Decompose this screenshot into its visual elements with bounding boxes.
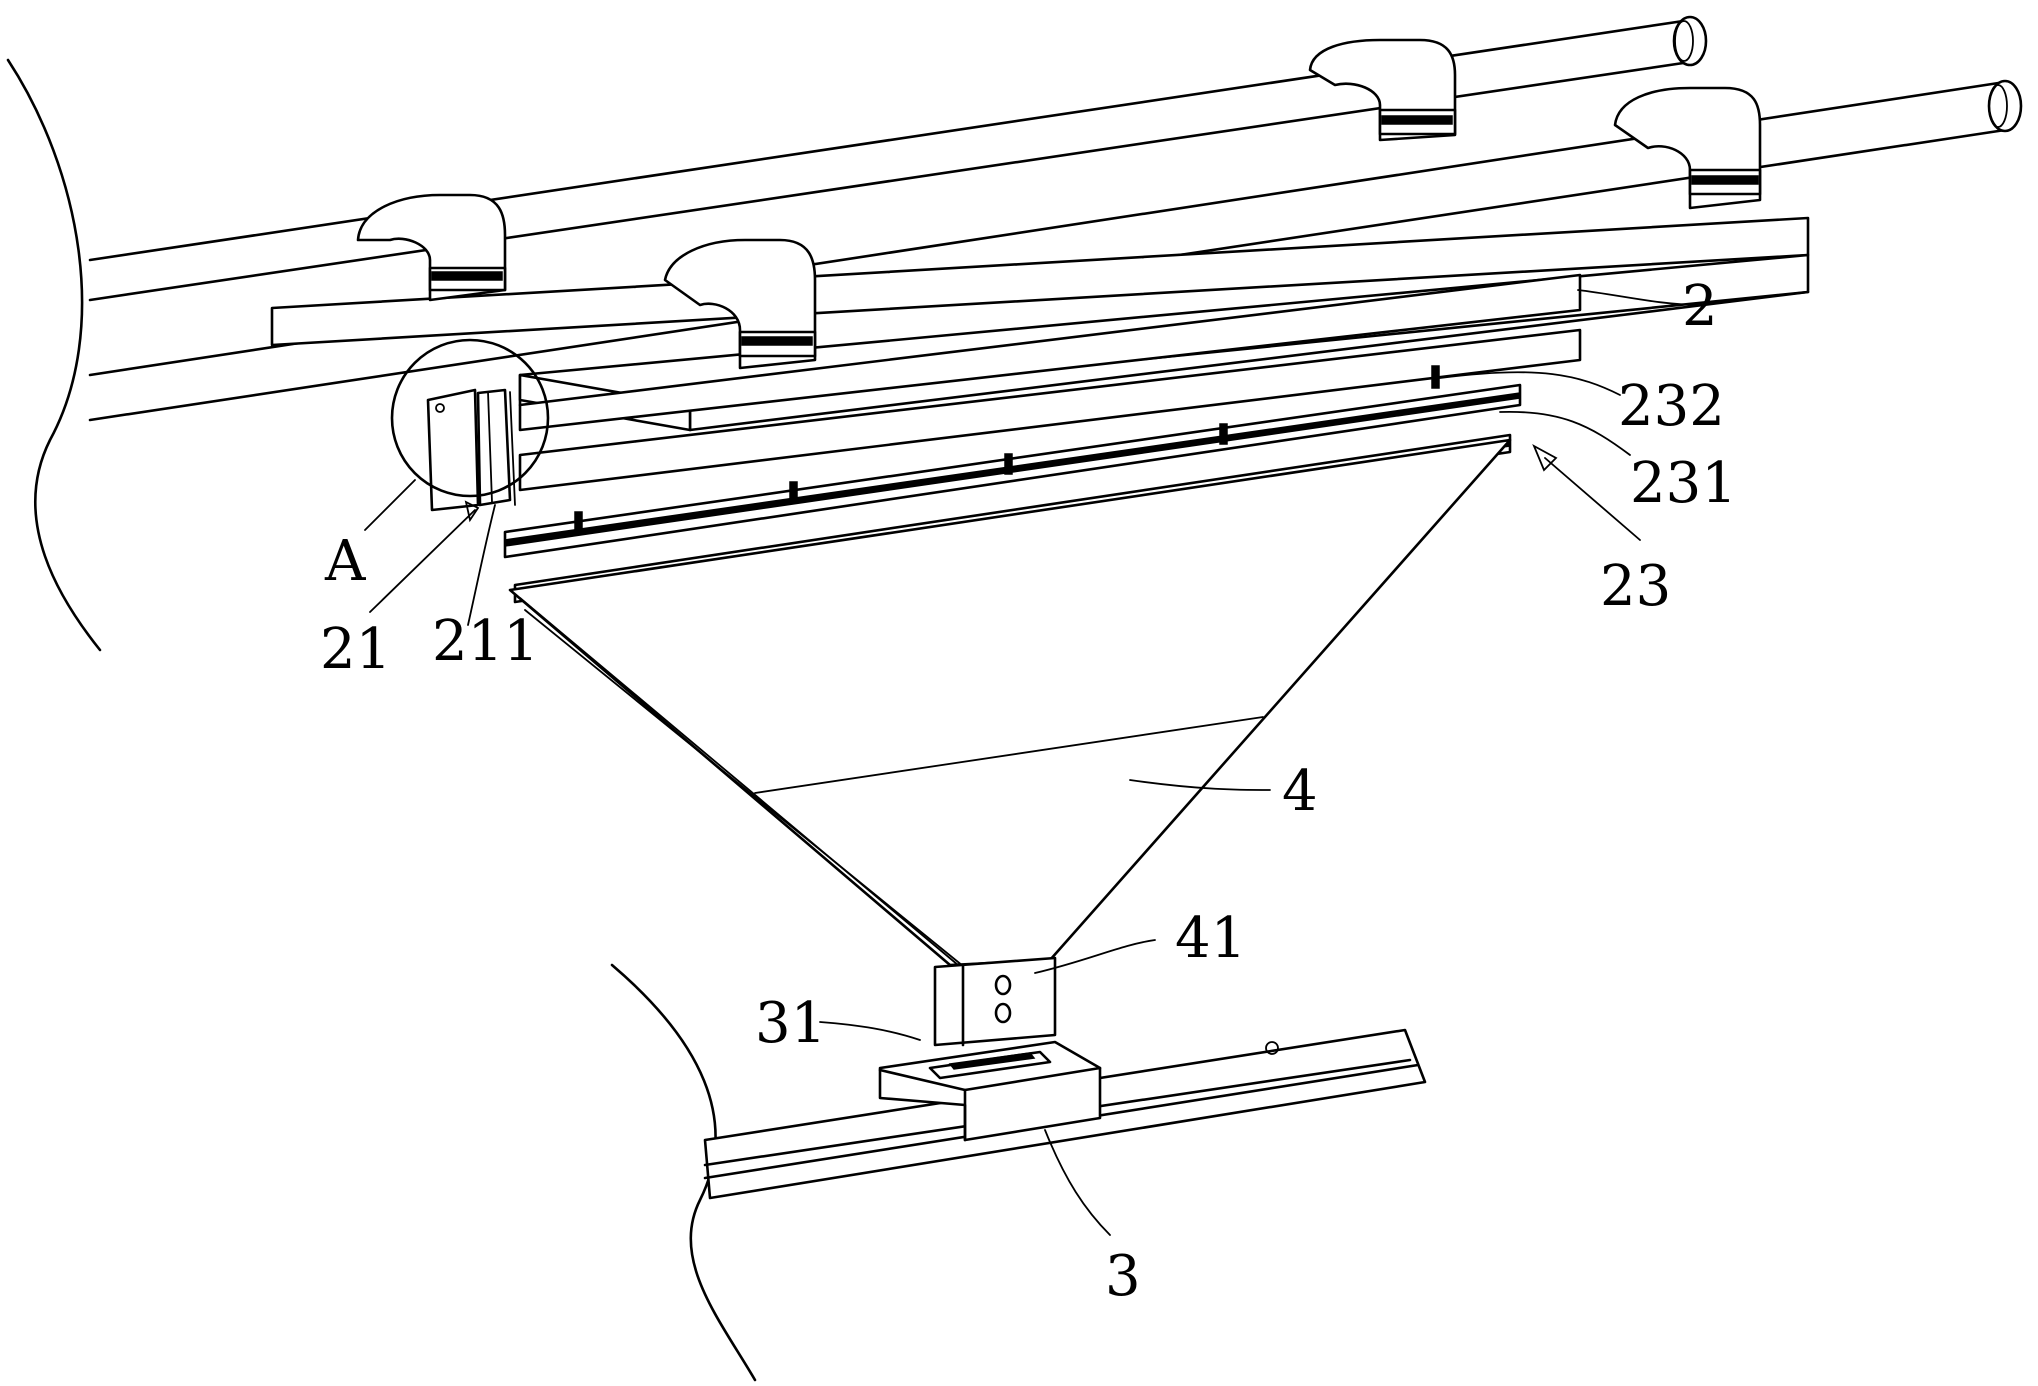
label-21: 21 xyxy=(320,617,391,682)
reference-labels: 2 232 231 23 A 21 211 4 41 31 3 xyxy=(320,274,1737,1309)
label-232: 232 xyxy=(1618,374,1725,439)
label-a: A xyxy=(324,529,366,594)
label-3: 3 xyxy=(1105,1244,1141,1309)
support-block-back-right xyxy=(1308,38,1457,142)
break-lines xyxy=(6,58,757,1382)
top-plate xyxy=(270,216,1810,432)
leader-lines xyxy=(364,289,1701,1236)
label-23: 23 xyxy=(1600,554,1671,619)
label-211: 211 xyxy=(432,609,539,674)
slider-3 xyxy=(878,1040,1102,1142)
label-231: 231 xyxy=(1630,451,1737,516)
rod-support-blocks xyxy=(356,38,1762,370)
funnel-belt-4 xyxy=(508,438,1512,967)
block-41 xyxy=(933,956,1057,1047)
label-41: 41 xyxy=(1175,906,1246,971)
spacer-posts xyxy=(574,365,1440,533)
support-block-back-left xyxy=(356,193,507,302)
label-2: 2 xyxy=(1682,274,1718,339)
support-block-front-left xyxy=(663,238,817,370)
detail-a-circle xyxy=(390,338,550,498)
label-31: 31 xyxy=(755,991,826,1056)
support-block-front-right xyxy=(1613,86,1762,210)
label-4: 4 xyxy=(1282,759,1318,824)
detail-a-parts xyxy=(426,388,516,512)
